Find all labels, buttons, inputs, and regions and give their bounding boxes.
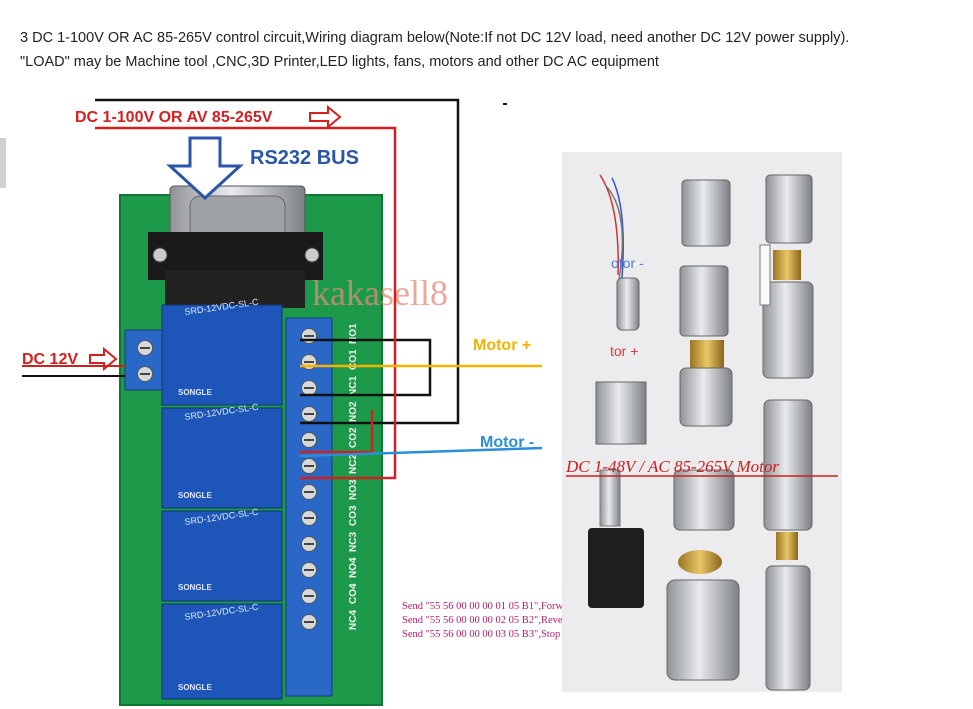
- terminal-screw: [300, 431, 318, 449]
- terminal-label: NC2: [348, 454, 359, 474]
- svg-text:SONGLE: SONGLE: [178, 388, 212, 397]
- motor-photo: otor - tor + DC 1-48V / AC 85-265V Motor: [562, 152, 842, 692]
- wire-blue-motor-minus: [299, 446, 543, 458]
- terminal-screw: [300, 561, 318, 579]
- terminal-screw: [300, 405, 318, 423]
- command-reverse: Send "55 56 00 00 00 02 05 B2",Reverse: [402, 615, 575, 626]
- dc12v-arrow-icon: [89, 346, 118, 372]
- supply-arrow-icon: [309, 104, 342, 130]
- photo-motor-minus-label: otor -: [611, 255, 644, 271]
- relay-3: SRD-12VDC-SL-C SONGLE: [161, 507, 283, 602]
- terminal-label: NO4: [348, 557, 359, 578]
- terminal-screw: [300, 535, 318, 553]
- terminal-label: NO3: [348, 479, 359, 500]
- dc12v-label-group: DC 12V: [22, 346, 125, 377]
- terminal-label: NC3: [348, 532, 359, 552]
- command-list: Send "55 56 00 00 00 01 05 B1",Forward S…: [402, 601, 577, 640]
- wire-red-co: [300, 410, 374, 454]
- wire-red-main: [95, 126, 397, 480]
- motor-col-1: [588, 174, 647, 608]
- terminal-label: NO2: [348, 401, 359, 422]
- supply-label: DC 1-100V OR AV 85-265V: [75, 109, 273, 126]
- bus-label-group: RS232 BUS: [166, 136, 359, 201]
- bus-arrow-icon: [166, 136, 244, 201]
- db9-connector: [148, 185, 323, 308]
- terminal-screw: [300, 587, 318, 605]
- relay-2: SRD-12VDC-SL-C SONGLE: [161, 402, 283, 509]
- wire-black-main: [95, 98, 460, 425]
- terminal-screw: [300, 483, 318, 501]
- svg-text:SONGLE: SONGLE: [178, 583, 212, 592]
- relay-1: SRD-12VDC-SL-C SONGLE: [161, 297, 283, 406]
- wire-black-nc: [300, 338, 432, 397]
- supply-label-group: DC 1-100V OR AV 85-265V: [75, 104, 342, 130]
- command-stop: Send "55 56 00 00 00 03 05 B3",Stop: [402, 629, 560, 640]
- motor-minus-label: Motor -: [480, 434, 534, 451]
- terminal-label: CO4: [348, 583, 359, 604]
- dc12v-terminal: [124, 329, 166, 391]
- bus-label: RS232 BUS: [250, 147, 359, 169]
- photo-motor-plus-label: tor +: [610, 343, 638, 359]
- terminal-label: NC4: [348, 610, 359, 630]
- motor-title: DC 1-48V / AC 85-265V Motor: [565, 457, 779, 476]
- side-tab: [0, 138, 6, 188]
- terminal-label: NC1: [348, 376, 359, 396]
- output-terminal-block: [285, 317, 333, 697]
- command-forward: Send "55 56 00 00 00 01 05 B1",Forward: [402, 601, 577, 612]
- terminal-screw: [300, 509, 318, 527]
- relay-board: kakasell8 SRD-12VDC-SL-C SONGLE SRD-12VD…: [119, 185, 448, 706]
- terminal-label: CO3: [348, 505, 359, 526]
- motor-col-3: [759, 174, 814, 691]
- terminal-label: CO2: [348, 427, 359, 448]
- description-line-2: "LOAD" may be Machine tool ,CNC,3D Print…: [20, 54, 659, 70]
- relay-4: SRD-12VDC-SL-C SONGLE: [161, 602, 283, 700]
- svg-text:SONGLE: SONGLE: [178, 491, 212, 500]
- description-line-1: 3 DC 1-100V OR AC 85-265V control circui…: [20, 30, 850, 46]
- description-header: 3 DC 1-100V OR AC 85-265V control circui…: [20, 26, 970, 74]
- terminal-screw: [300, 457, 318, 475]
- wiring: [95, 98, 543, 480]
- motor-plus-label: Motor +: [473, 337, 531, 354]
- motor-col-2: [666, 179, 740, 681]
- terminal-label: CO1: [348, 349, 359, 370]
- watermark: kakasell8: [312, 273, 448, 313]
- terminal-screw: [300, 613, 318, 631]
- dc12v-label: DC 12V: [22, 351, 78, 368]
- terminal-screw: [300, 379, 318, 397]
- terminal-label: NO1: [348, 323, 359, 344]
- svg-text:SONGLE: SONGLE: [178, 683, 212, 692]
